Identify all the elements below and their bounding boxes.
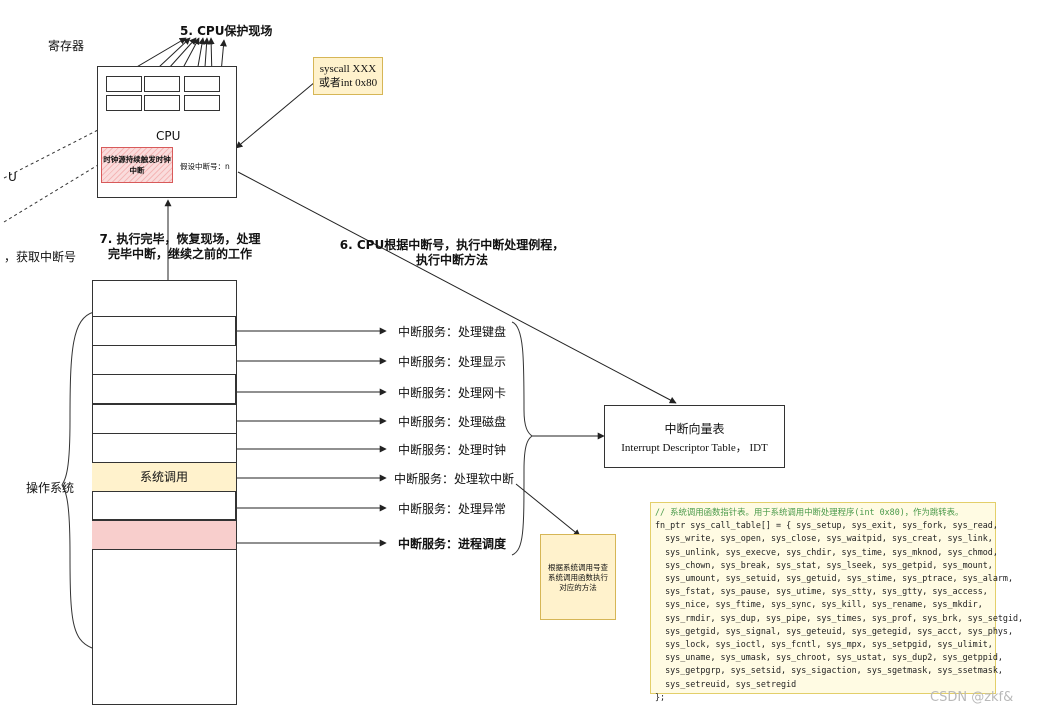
code-line: sys_rmdir, sys_dup, sys_pipe, sys_times,… [655,612,1024,623]
service-disk: 中断服务：处理磁盘 [398,415,507,429]
os-brace [61,311,95,649]
code-line: sys_write, sys_open, sys_close, sys_wait… [655,533,993,544]
service-display: 中断服务：处理显示 [398,355,507,369]
cpu-box: CPU 时钟源持续触发时钟中断 假设中断号：n [97,66,237,198]
left-get-int-label: ，获取中断号 [4,250,77,264]
code-comment: // 系统调用函数指针表。用于系统调用中断处理程序(int 0x80)，作为跳转… [655,507,964,517]
timer-interrupt-box: 时钟源持续触发时钟中断 [101,147,173,183]
dotted-line-upper [3,129,99,179]
step7-label: 7. 执行完毕，恢复现场，处理 完毕中断，继续之前的工作 [92,232,268,262]
step6-line1: 6. CPU根据中断号，执行中断处理例程， [339,238,565,252]
syscall-arrow [235,81,316,149]
code-line: fn_ptr sys_call_table[] = { sys_setup, s… [655,520,998,531]
cpu-label: CPU [156,129,181,143]
registers-label: 寄存器 [48,39,85,53]
register-cell [184,76,220,92]
code-line: sys_nice, sys_ftime, sys_sync, sys_kill,… [655,599,983,610]
code-line: sys_fstat, sys_pause, sys_utime, sys_stt… [655,586,988,597]
assume-int-label: 假设中断号：n [180,162,230,171]
register-cell [106,95,142,111]
stack-row-nic [92,374,236,404]
dotted-line-lower [3,164,99,223]
code-line: sys_setreuid, sys_setregid [655,678,797,689]
code-line: sys_lock, sys_ioctl, sys_fcntl, sys_mpx,… [655,639,993,650]
service-keyboard: 中断服务：处理键盘 [398,325,507,339]
code-line: sys_getpgrp, sys_setsid, sys_sigaction, … [655,665,1003,676]
service-nic: 中断服务：处理网卡 [398,386,507,400]
idt-box: 中断向量表 Interrupt Descriptor Table， IDT [604,405,785,468]
service-exception: 中断服务：处理异常 [398,502,507,516]
idt-lookup-arrow [237,171,677,404]
service-clock: 中断服务：处理时钟 [398,443,507,457]
syscall-table-code: // 系统调用函数指针表。用于系统调用中断处理程序(int 0x80)，作为跳转… [650,502,1023,702]
idt-title: 中断向量表 [664,422,725,436]
step7-line1: 7. 执行完毕，恢复现场，处理 [99,232,261,246]
service-arrows [230,327,387,547]
step6-label: 6. CPU根据中断号，执行中断处理例程， 执行中断方法 [336,238,568,268]
service-brace [511,321,533,556]
lookup-note: 根据系统调用号查系统调用函数执行对应的方法 [540,534,616,620]
step7-line2: 完毕中断，继续之前的工作 [107,247,252,261]
code-line: sys_umount, sys_setuid, sys_getuid, sys_… [655,573,1013,584]
step5-label: 5. CPU保护现场 [180,24,273,38]
register-cell [144,76,180,92]
stack-row-disk [92,404,236,433]
watermark: CSDN @zkf& [930,690,1014,705]
step6-line2: 执行中断方法 [415,253,488,267]
os-label: 操作系统 [26,481,75,495]
code-line: sys_chown, sys_break, sys_stat, sys_lsee… [655,559,993,570]
code-line: sys_getgid, sys_signal, sys_geteuid, sys… [655,625,1013,636]
stack-row-keyboard [92,316,236,345]
stack-row-syscall: 系统调用 [92,462,236,491]
register-cell [106,76,142,92]
code-line: sys_uname, sys_umask, sys_chroot, sys_us… [655,652,1003,663]
syscall-note-line2: 或者int 0x80 [318,77,378,89]
soft-int-arrow [515,483,581,537]
stack-row-scheduler [92,520,236,550]
register-cell [184,95,220,111]
left-u-label: U [8,170,17,184]
service-scheduler: 中断服务：进程调度 [398,537,507,551]
register-cell [144,95,180,111]
code-line: sys_unlink, sys_execve, sys_chdir, sys_t… [655,546,998,557]
os-stack [92,280,237,705]
syscall-note: syscall XXX 或者int 0x80 [313,57,383,95]
stack-row-exception [92,491,236,520]
stack-row-clock [92,433,236,462]
syscall-note-line1: syscall XXX [319,63,377,75]
code-line: }; [655,691,666,702]
service-soft-interrupt: 中断服务：处理软中断 [394,472,515,486]
idt-subtitle: Interrupt Descriptor Table， IDT [621,442,768,454]
stack-row-display [92,345,236,374]
